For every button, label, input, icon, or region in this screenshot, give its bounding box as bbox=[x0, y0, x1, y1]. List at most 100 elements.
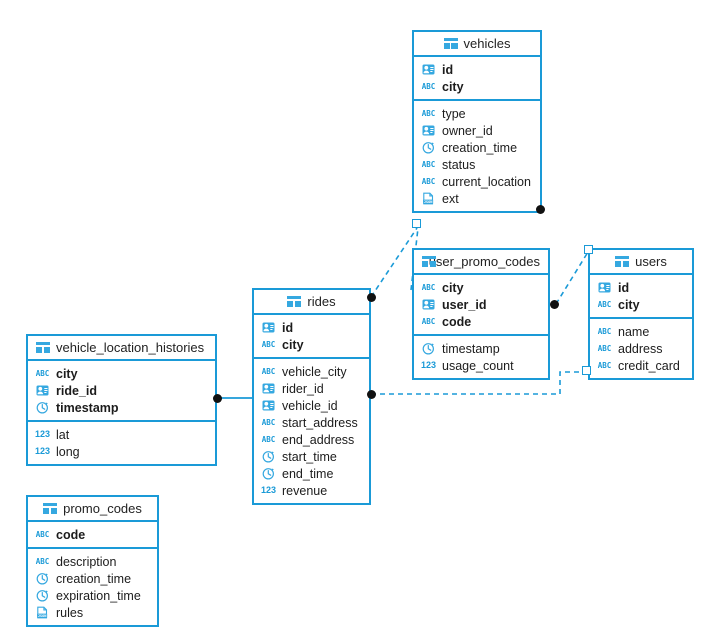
field-row[interactable]: JSON rules bbox=[28, 604, 157, 621]
field-label: city bbox=[618, 297, 640, 312]
clock-icon bbox=[421, 342, 436, 355]
field-row[interactable]: ABC city bbox=[414, 279, 548, 296]
field-row[interactable]: vehicle_id bbox=[254, 397, 369, 414]
field-row[interactable]: id bbox=[254, 319, 369, 336]
columns-section: timestamp 123 usage_count bbox=[414, 336, 548, 378]
field-row[interactable]: ABC city bbox=[254, 336, 369, 353]
columns-section: ABC vehicle_city rider_id vehicle_id ABC… bbox=[254, 359, 369, 503]
field-row[interactable]: ABC start_address bbox=[254, 414, 369, 431]
clock-icon bbox=[421, 141, 436, 154]
field-label: status bbox=[442, 157, 476, 172]
field-row[interactable]: timestamp bbox=[414, 340, 548, 357]
field-row[interactable]: 123 revenue bbox=[254, 482, 369, 499]
field-row[interactable]: id bbox=[414, 61, 540, 78]
field-label: vehicle_city bbox=[282, 364, 347, 379]
field-row[interactable]: rider_id bbox=[254, 380, 369, 397]
field-row[interactable]: end_time bbox=[254, 465, 369, 482]
primary-key-section: id ABC city bbox=[414, 57, 540, 101]
field-label: vehicle_id bbox=[282, 398, 338, 413]
field-label: city bbox=[442, 79, 464, 94]
field-row[interactable]: 123 lat bbox=[28, 426, 215, 443]
abc-icon: ABC bbox=[421, 282, 436, 292]
table-users[interactable]: users id ABC city ABC name ABC address bbox=[588, 248, 694, 380]
field-row[interactable]: timestamp bbox=[28, 399, 215, 416]
field-label: address bbox=[618, 341, 663, 356]
columns-section: 123 lat 123 long bbox=[28, 422, 215, 464]
abc-icon: ABC bbox=[597, 326, 612, 336]
field-row[interactable]: ABC city bbox=[590, 296, 692, 313]
field-row[interactable]: ABC code bbox=[28, 526, 157, 543]
table-header-users: users bbox=[590, 250, 692, 275]
field-row[interactable]: ABC address bbox=[590, 340, 692, 357]
abc-icon: ABC bbox=[597, 360, 612, 370]
person-id-icon bbox=[261, 321, 276, 334]
clock-icon bbox=[35, 589, 50, 602]
abc-icon: ABC bbox=[421, 176, 436, 186]
table-vehicles[interactable]: vehicles id ABC city ABC type bbox=[412, 30, 542, 213]
field-row[interactable]: JSON ext bbox=[414, 190, 540, 207]
field-row[interactable]: ABC type bbox=[414, 105, 540, 122]
table-vehicle-location-histories[interactable]: vehicle_location_histories ABC city ride… bbox=[26, 334, 217, 466]
abc-icon: ABC bbox=[421, 81, 436, 91]
clock-icon bbox=[261, 450, 276, 463]
field-label: creation_time bbox=[56, 571, 132, 586]
columns-section: ABC name ABC address ABC credit_card bbox=[590, 319, 692, 378]
field-row[interactable]: ABC end_address bbox=[254, 431, 369, 448]
field-label: city bbox=[56, 366, 78, 381]
json-icon: JSON bbox=[421, 192, 436, 205]
clock-icon bbox=[35, 572, 50, 585]
field-row[interactable]: ABC status bbox=[414, 156, 540, 173]
table-user-promo-codes[interactable]: user_promo_codes ABC city user_id ABC co… bbox=[412, 248, 550, 380]
field-label: code bbox=[56, 527, 86, 542]
primary-key-section: id ABC city bbox=[254, 315, 369, 359]
field-row[interactable]: ABC city bbox=[414, 78, 540, 95]
table-header-user-promo-codes: user_promo_codes bbox=[414, 250, 548, 275]
connector-dot-user-promo-codes-right bbox=[550, 300, 559, 309]
field-row[interactable]: ABC description bbox=[28, 553, 157, 570]
field-label: usage_count bbox=[442, 358, 514, 373]
primary-key-section: ABC city ride_id timestamp bbox=[28, 361, 215, 422]
field-row[interactable]: start_time bbox=[254, 448, 369, 465]
primary-key-section: ABC code bbox=[28, 522, 157, 549]
field-row[interactable]: ABC vehicle_city bbox=[254, 363, 369, 380]
abc-icon: ABC bbox=[35, 529, 50, 539]
field-row[interactable]: 123 usage_count bbox=[414, 357, 548, 374]
field-row[interactable]: ABC code bbox=[414, 313, 548, 330]
field-row[interactable]: expiration_time bbox=[28, 587, 157, 604]
field-row[interactable]: ABC city bbox=[28, 365, 215, 382]
field-row[interactable]: ABC name bbox=[590, 323, 692, 340]
field-label: start_time bbox=[282, 449, 337, 464]
field-label: timestamp bbox=[442, 341, 500, 356]
connector-square-users-left bbox=[582, 366, 591, 375]
table-rides[interactable]: rides id ABC city ABC vehicle_city bbox=[252, 288, 371, 505]
field-row[interactable]: user_id bbox=[414, 296, 548, 313]
person-id-icon bbox=[421, 298, 436, 311]
field-row[interactable]: creation_time bbox=[414, 139, 540, 156]
abc-icon: ABC bbox=[35, 556, 50, 566]
table-title: vehicles bbox=[463, 36, 511, 51]
person-id-icon bbox=[261, 382, 276, 395]
abc-icon: ABC bbox=[261, 339, 276, 349]
connector-dot-rides-bottom-right bbox=[367, 390, 376, 399]
field-row[interactable]: ABC current_location bbox=[414, 173, 540, 190]
field-row[interactable]: 123 long bbox=[28, 443, 215, 460]
field-row[interactable]: ride_id bbox=[28, 382, 215, 399]
number-icon: 123 bbox=[34, 429, 51, 439]
field-row[interactable]: creation_time bbox=[28, 570, 157, 587]
table-title: users bbox=[635, 254, 667, 269]
number-icon: 123 bbox=[260, 485, 277, 495]
columns-section: ABC description creation_time expiration… bbox=[28, 549, 157, 625]
link-user-promo-codes-users bbox=[555, 251, 589, 305]
person-id-icon bbox=[261, 399, 276, 412]
table-title: promo_codes bbox=[63, 501, 142, 516]
field-row[interactable]: owner_id bbox=[414, 122, 540, 139]
field-row[interactable]: ABC credit_card bbox=[590, 357, 692, 374]
table-header-vehicles: vehicles bbox=[414, 32, 540, 57]
field-label: code bbox=[442, 314, 472, 329]
field-label: type bbox=[442, 106, 466, 121]
table-promo-codes[interactable]: promo_codes ABC code ABC description cre… bbox=[26, 495, 159, 627]
field-label: ext bbox=[442, 191, 459, 206]
clock-icon bbox=[35, 401, 50, 414]
field-row[interactable]: id bbox=[590, 279, 692, 296]
columns-section: ABC type owner_id creation_time ABC stat… bbox=[414, 101, 540, 211]
